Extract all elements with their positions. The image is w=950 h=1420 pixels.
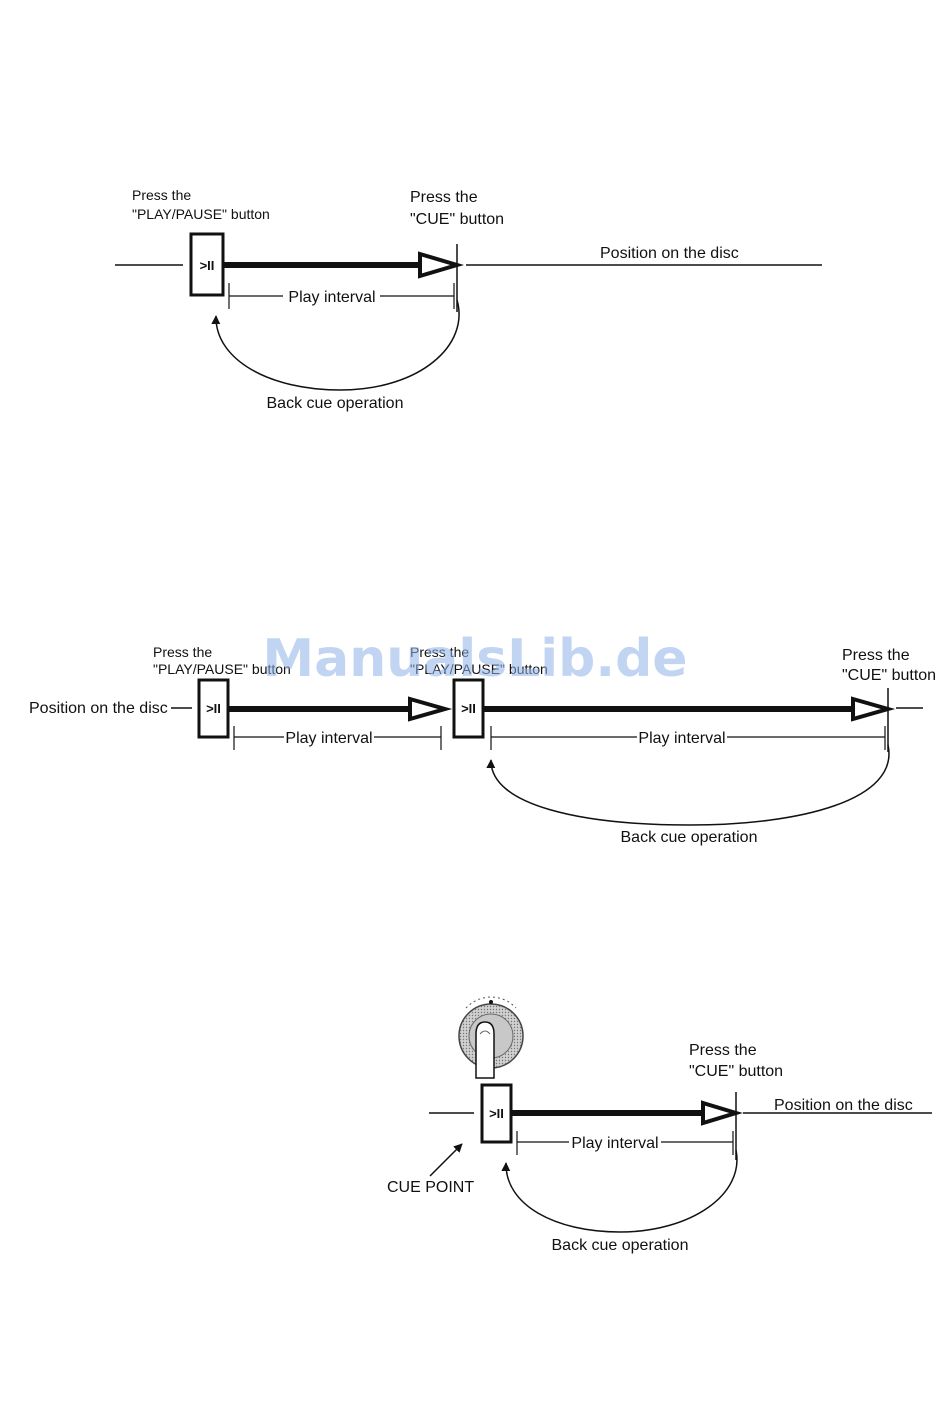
finger-pressing-jog-dial-icon [458, 996, 524, 1079]
back-cue-label: Back cue operation [552, 1237, 689, 1254]
press-cue-line2: "CUE" button [410, 211, 504, 228]
back-cue-arc [211, 299, 460, 391]
play-pause-icon: >II [200, 258, 215, 273]
back-cue-label: Back cue operation [621, 829, 758, 846]
press-play-pause-1-line1: Press the [153, 644, 212, 660]
press-play-pause-2-line1: Press the [410, 644, 469, 660]
press-cue-line1: Press the [410, 189, 478, 206]
play-arrow [223, 251, 465, 279]
position-on-disc-label: Position on the disc [29, 700, 168, 717]
play-arrow-2 [483, 696, 896, 722]
play-pause-icon: >II [461, 701, 476, 716]
press-cue-line2: "CUE" button [842, 667, 936, 684]
press-play-pause-2-line2: "PLAY/PAUSE" button [410, 661, 548, 677]
play-interval-label: Play interval [638, 730, 725, 747]
back-cue-arc [486, 744, 890, 826]
diagram-2: Position on the disc Press the "PLAY/PAU… [29, 629, 936, 846]
back-cue-arc [501, 1149, 738, 1233]
play-interval-bracket: Play interval [228, 283, 455, 309]
press-play-pause-line1: Press the [132, 187, 191, 203]
play-arrow [511, 1100, 743, 1126]
play-pause-button-2: >II [452, 678, 485, 739]
play-interval-label: Play interval [285, 730, 372, 747]
play-pause-button-1: >II [197, 678, 230, 739]
diagram-1: Press the "PLAY/PAUSE" button Press the … [115, 187, 822, 412]
play-arrow-1 [228, 696, 453, 722]
play-interval-label: Play interval [288, 289, 375, 306]
play-pause-button: >II [189, 232, 225, 297]
watermark: ManualsLib.de [262, 629, 687, 689]
press-cue-line2: "CUE" button [689, 1063, 783, 1080]
play-interval-bracket: Play interval [516, 1131, 734, 1155]
cue-point-label: CUE POINT [387, 1179, 474, 1196]
position-on-disc-label: Position on the disc [600, 245, 739, 262]
diagram-3: Press the "CUE" button Position on the d… [387, 996, 932, 1254]
press-cue-line1: Press the [842, 647, 910, 664]
play-pause-button: >II [480, 1083, 513, 1144]
play-pause-icon: >II [489, 1106, 504, 1121]
cue-point-pointer [429, 1143, 463, 1177]
play-interval-bracket-2: Play interval [490, 726, 886, 750]
press-play-pause-line2: "PLAY/PAUSE" button [132, 206, 270, 222]
position-on-disc-label: Position on the disc [774, 1097, 913, 1114]
press-cue-line1: Press the [689, 1042, 757, 1059]
play-interval-label: Play interval [571, 1135, 658, 1152]
press-play-pause-1-line2: "PLAY/PAUSE" button [153, 661, 291, 677]
play-pause-icon: >II [206, 701, 221, 716]
play-interval-bracket-1: Play interval [233, 726, 442, 750]
back-cue-label: Back cue operation [267, 395, 404, 412]
